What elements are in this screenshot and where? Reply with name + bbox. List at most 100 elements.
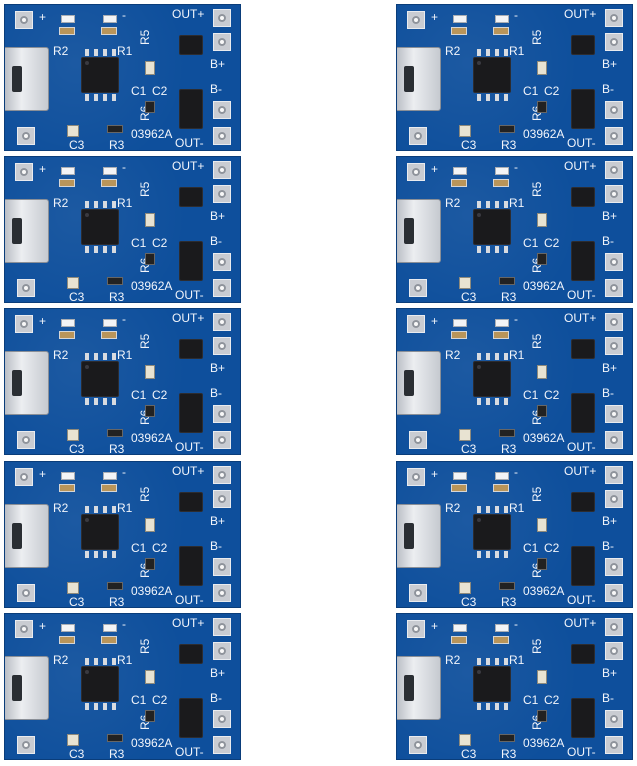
pad-b-minus bbox=[605, 558, 623, 576]
capacitor bbox=[145, 670, 155, 684]
pad-b-minus bbox=[213, 253, 231, 271]
label-r2: R2 bbox=[445, 653, 461, 667]
ic-chip-icon bbox=[473, 666, 511, 702]
label-r3: R3 bbox=[501, 595, 517, 608]
ic-chip-icon bbox=[473, 209, 511, 245]
micro-usb-connector-icon bbox=[397, 351, 441, 415]
mosfet-chip-icon bbox=[571, 546, 595, 586]
label-c3: C3 bbox=[69, 138, 85, 151]
label-out-minus: OUT- bbox=[175, 593, 204, 607]
resistor bbox=[499, 429, 515, 437]
charger-board: + - R2 R1 R5 R6 C1 C2 bbox=[396, 4, 633, 151]
protection-ic-icon bbox=[571, 35, 595, 55]
label-c2: C2 bbox=[544, 541, 560, 555]
mosfet-chip-icon bbox=[179, 393, 203, 433]
protection-ic-icon bbox=[179, 339, 203, 359]
resistor bbox=[145, 101, 155, 113]
resistor bbox=[101, 484, 117, 492]
label-out-plus: OUT+ bbox=[564, 159, 597, 173]
capacitor bbox=[145, 61, 155, 75]
micro-usb-connector-icon bbox=[397, 504, 441, 568]
label-r3: R3 bbox=[109, 747, 125, 760]
pad-in-minus bbox=[409, 584, 427, 602]
label-c1: C1 bbox=[131, 236, 147, 250]
label-plus: + bbox=[431, 162, 439, 176]
label-plus: + bbox=[431, 10, 439, 24]
label-b-plus: B+ bbox=[210, 514, 226, 528]
label-c3: C3 bbox=[69, 442, 85, 455]
label-out-minus: OUT- bbox=[567, 136, 596, 150]
pad-out-plus bbox=[605, 161, 623, 179]
led-indicator bbox=[453, 624, 467, 632]
pad-in-plus bbox=[407, 163, 425, 181]
mosfet-chip-icon bbox=[571, 241, 595, 281]
resistor bbox=[537, 405, 547, 417]
pad-b-minus bbox=[213, 101, 231, 119]
mosfet-chip-icon bbox=[179, 546, 203, 586]
capacitor bbox=[67, 277, 79, 289]
pad-out-minus bbox=[213, 584, 231, 602]
label-plus: + bbox=[39, 619, 47, 633]
resistor bbox=[499, 734, 515, 742]
micro-usb-connector-icon bbox=[5, 656, 49, 720]
micro-usb-connector-icon bbox=[397, 199, 441, 263]
capacitor bbox=[145, 365, 155, 379]
resistor bbox=[101, 179, 117, 187]
pad-in-plus bbox=[15, 468, 33, 486]
capacitor bbox=[67, 582, 79, 594]
ic-chip-icon bbox=[81, 666, 119, 702]
pad-out-minus bbox=[605, 279, 623, 297]
label-model: 03962A bbox=[131, 279, 173, 293]
label-model: 03962A bbox=[131, 127, 173, 141]
charger-board: + - R2 R1 R5 R6 C1 C2 bbox=[396, 308, 633, 455]
pad-out-minus bbox=[605, 127, 623, 145]
resistor bbox=[499, 125, 515, 133]
label-plus: + bbox=[39, 162, 47, 176]
resistor bbox=[451, 331, 467, 339]
label-out-minus: OUT- bbox=[567, 440, 596, 454]
led-indicator bbox=[103, 319, 117, 327]
label-out-minus: OUT- bbox=[567, 593, 596, 607]
label-c2: C2 bbox=[152, 541, 168, 555]
label-r2: R2 bbox=[445, 44, 461, 58]
capacitor bbox=[67, 734, 79, 746]
label-r1: R1 bbox=[509, 501, 525, 515]
charger-board: + - R2 R1 R5 R6 C1 C2 bbox=[4, 613, 241, 760]
pad-in-minus bbox=[17, 127, 35, 145]
resistor bbox=[451, 179, 467, 187]
label-c1: C1 bbox=[523, 236, 539, 250]
label-r3: R3 bbox=[501, 442, 517, 455]
label-c1: C1 bbox=[131, 388, 147, 402]
charger-board: + - R2 R1 R5 R6 C1 C2 bbox=[4, 308, 241, 455]
protection-ic-icon bbox=[179, 35, 203, 55]
label-c1: C1 bbox=[523, 541, 539, 555]
label-r1: R1 bbox=[509, 348, 525, 362]
capacitor bbox=[459, 125, 471, 137]
label-r3: R3 bbox=[501, 138, 517, 151]
protection-ic-icon bbox=[571, 492, 595, 512]
label-plus: + bbox=[431, 314, 439, 328]
pad-b-minus bbox=[605, 101, 623, 119]
led-indicator bbox=[103, 167, 117, 175]
label-minus: - bbox=[122, 160, 126, 174]
mosfet-chip-icon bbox=[571, 393, 595, 433]
label-r2: R2 bbox=[445, 196, 461, 210]
pad-in-minus bbox=[17, 431, 35, 449]
label-b-minus: B- bbox=[602, 234, 614, 248]
label-b-plus: B+ bbox=[602, 514, 618, 528]
label-b-plus: B+ bbox=[210, 666, 226, 680]
label-c2: C2 bbox=[544, 388, 560, 402]
pad-out-plus bbox=[213, 161, 231, 179]
label-out-plus: OUT+ bbox=[172, 7, 205, 21]
label-r3: R3 bbox=[109, 138, 125, 151]
micro-usb-connector-icon bbox=[397, 47, 441, 111]
resistor bbox=[537, 710, 547, 722]
label-c3: C3 bbox=[69, 290, 85, 303]
pad-in-minus bbox=[409, 431, 427, 449]
label-r5: R5 bbox=[138, 181, 152, 197]
pad-in-minus bbox=[409, 279, 427, 297]
ic-chip-icon bbox=[81, 209, 119, 245]
charger-board: + - R2 R1 R5 R6 C1 C2 bbox=[396, 613, 633, 760]
label-b-minus: B- bbox=[602, 82, 614, 96]
label-out-minus: OUT- bbox=[567, 745, 596, 759]
